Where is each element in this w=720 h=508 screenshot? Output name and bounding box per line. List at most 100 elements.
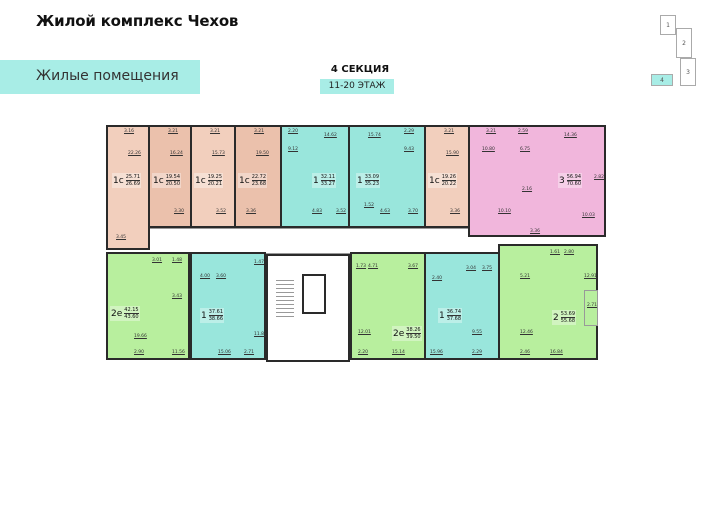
balcony: 2.71 bbox=[584, 290, 598, 326]
room-area: 15.74 bbox=[368, 133, 381, 138]
apartment-label-text: 32.11 bbox=[320, 174, 336, 181]
room-area: 12.46 bbox=[520, 330, 533, 335]
apartment-label-text: 1с bbox=[239, 175, 250, 186]
apartment-label-text: 55.68 bbox=[560, 318, 576, 324]
apartment-label-text: 19.25 bbox=[207, 174, 223, 181]
banner-label: Жилые помещения bbox=[36, 68, 179, 84]
room-area: 2.29 bbox=[472, 350, 483, 355]
apartment-label-text: 39.50 bbox=[406, 334, 421, 340]
room-area: 11.88 bbox=[254, 332, 267, 337]
room-area: 9.55 bbox=[472, 330, 483, 335]
room-area: 3.21 bbox=[486, 129, 497, 134]
room-area: 1.47 bbox=[254, 260, 265, 265]
room-area: 12.91 bbox=[584, 274, 597, 279]
room-area: 1.48 bbox=[172, 258, 183, 263]
apartment-label-text: 43.60 bbox=[124, 314, 139, 320]
apartment-label-text: 23.68 bbox=[251, 181, 267, 187]
room-area: 3.36 bbox=[246, 209, 257, 214]
room-area: 3.21 bbox=[168, 129, 179, 134]
apartment-label-text: 2 bbox=[682, 39, 686, 47]
apartment-label-text: 2е bbox=[393, 328, 405, 339]
apartment-label-text: 22.72 bbox=[251, 174, 267, 181]
room-area: 2.40 bbox=[432, 276, 443, 281]
room-area: 2.71 bbox=[587, 303, 598, 308]
apartment-label-text: 26.69 bbox=[125, 181, 141, 187]
room-area: 10.80 bbox=[482, 147, 495, 152]
room-area: 3.52 bbox=[216, 209, 227, 214]
room-area: 2.80 bbox=[564, 250, 575, 255]
room-area: 2.20 bbox=[288, 129, 299, 134]
room-area: 3.60 bbox=[216, 274, 227, 279]
apartment-label-text: 37.68 bbox=[446, 316, 462, 322]
room-area: 3.36 bbox=[450, 209, 461, 214]
room-area: 2.29 bbox=[404, 129, 415, 134]
minimap-section-4[interactable]: 4 bbox=[651, 74, 673, 86]
apartment-label-text: 56.94 bbox=[566, 174, 582, 181]
room-area: 6.75 bbox=[520, 147, 531, 152]
apartment-label-text: 1 bbox=[357, 175, 363, 186]
room-area: 15.90 bbox=[446, 151, 459, 156]
stairs bbox=[276, 280, 294, 320]
room-area: 15.14 bbox=[392, 350, 405, 355]
apartment-label-text: 1с bbox=[153, 175, 164, 186]
minimap-section-1[interactable]: 1 bbox=[660, 15, 676, 35]
floors-badge: 11-20 ЭТАЖ bbox=[320, 79, 394, 94]
room-area: 10.03 bbox=[582, 213, 595, 218]
room-area: 3.70 bbox=[408, 209, 419, 214]
apartment-label-text: 38.66 bbox=[208, 316, 224, 322]
room-area: 3.36 bbox=[530, 229, 541, 234]
room-area: 3.52 bbox=[336, 209, 347, 214]
apartment-label-text: 35.23 bbox=[364, 181, 380, 187]
apartment-label-text: 4 bbox=[660, 76, 664, 84]
room-area: 16.24 bbox=[170, 151, 183, 156]
page-title: Жилой комплекс Чехов bbox=[36, 12, 239, 30]
room-area: 11.56 bbox=[172, 350, 185, 355]
room-area: 3.43 bbox=[172, 294, 183, 299]
residential-tab[interactable]: Жилые помещения bbox=[0, 60, 200, 94]
apartment-label-text: 3 bbox=[686, 68, 690, 76]
room-area: 3.04 bbox=[466, 266, 477, 271]
room-area: 3.67 bbox=[408, 264, 419, 269]
room-area: 10.10 bbox=[498, 209, 511, 214]
apartment-label-text: 20.22 bbox=[441, 181, 457, 187]
room-area: 3.30 bbox=[174, 209, 185, 214]
room-area: 2.59 bbox=[518, 129, 529, 134]
stairwell bbox=[266, 254, 350, 362]
apartment-label-text: 1 bbox=[313, 175, 319, 186]
room-area: 14.36 bbox=[564, 133, 577, 138]
minimap-section-2[interactable]: 2 bbox=[676, 28, 692, 58]
minimap-section-3[interactable]: 3 bbox=[680, 58, 696, 86]
room-area: 15.73 bbox=[212, 151, 225, 156]
room-area: 2.16 bbox=[522, 187, 533, 192]
apartment-label-text: 3 bbox=[559, 175, 565, 186]
corridor bbox=[144, 228, 524, 254]
room-area: 1.61 bbox=[550, 250, 561, 255]
room-area: 3.21 bbox=[254, 129, 265, 134]
room-area: 2.90 bbox=[134, 350, 145, 355]
